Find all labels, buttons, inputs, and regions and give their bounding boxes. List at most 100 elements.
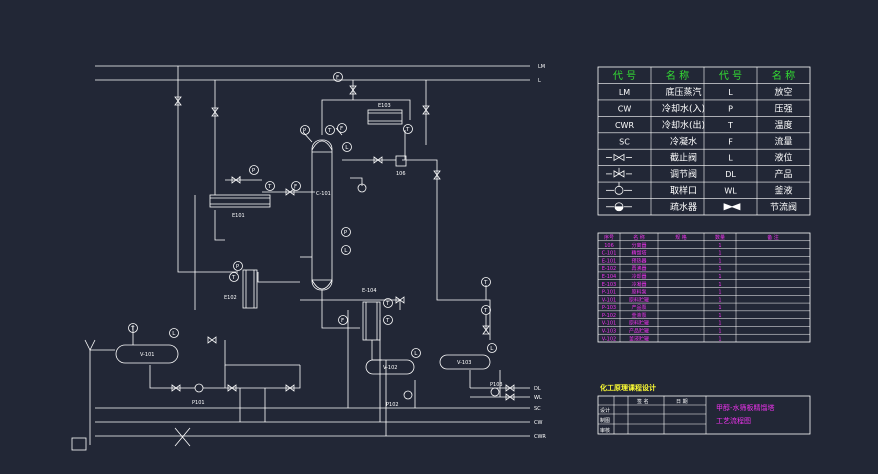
equipment-list-cell: 1: [718, 336, 721, 342]
equipment-list-cell: 原料贮罐: [629, 320, 649, 327]
legend-cell: 液位: [774, 152, 792, 164]
instrument-t: T: [483, 308, 488, 314]
line-label-cwr: CWR: [534, 434, 546, 440]
equipment-list-cell: 1: [718, 329, 721, 335]
equipment-list-cell: E-101: [602, 258, 617, 264]
equipment-list-cell: V-101: [602, 321, 616, 327]
equipment-list-cell: 原料贮罐: [629, 296, 649, 303]
legend-cell: F: [728, 137, 733, 146]
instrument-t: T: [267, 184, 272, 190]
equipment-list-header: 序号: [604, 234, 614, 241]
label-c101: C-101: [316, 191, 331, 197]
legend-cell: LM: [619, 88, 630, 97]
equipment-list-cell: V-103: [602, 329, 616, 335]
equipment-list-cell: E-103: [602, 282, 617, 288]
line-label-dl: DL: [534, 386, 541, 392]
label-p101: P101: [192, 400, 205, 406]
legend-header: 代 号: [613, 70, 636, 82]
legend-cell: 产品: [774, 168, 792, 180]
legend-cell: WL: [724, 187, 737, 196]
instruments: P T F L P L F T P T F P T F T T T T L L …: [128, 72, 497, 358]
label-e102: E102: [224, 295, 237, 301]
equipment-list-cell: 产品贮罐: [629, 328, 649, 335]
equipment-list-cell: V-101: [602, 297, 616, 303]
equipment-list-cell: 1: [718, 313, 721, 319]
legend-cell: 疏水器: [670, 201, 697, 213]
drawing-title-line-2: 工艺流程图: [716, 416, 751, 425]
legend-cell: CW: [618, 104, 632, 113]
instrument-t: T: [385, 318, 390, 324]
equipment-list-cell: P-102: [602, 313, 616, 319]
legend-cell: T: [727, 121, 733, 130]
instrument-l: L: [344, 248, 348, 254]
instrument-t: T: [130, 326, 135, 332]
tb-role-review: 审核: [600, 427, 610, 434]
equipment-list-cell: E-102: [602, 266, 617, 272]
instrument-l: L: [490, 346, 494, 352]
label-e101: E101: [232, 213, 245, 219]
legend-cell: 节流阀: [770, 201, 797, 213]
legend-cell: 流量: [774, 135, 792, 147]
instrument-l: L: [172, 331, 176, 337]
line-label-cw: CW: [534, 420, 542, 426]
equipment-list-cell: 再沸器: [631, 265, 646, 272]
label-e104: E-104: [362, 288, 377, 294]
equipment-list-cell: 1: [718, 282, 721, 288]
title-block: 化工原理课程设计 签 名 日 期 设计 制图 审核 甲醇-水筛板精馏塔: [597, 383, 811, 435]
equipment-list-cell: 釜液贮罐: [629, 335, 649, 342]
legend-cell: 温度: [774, 119, 792, 131]
legend-header: 名 称: [666, 69, 689, 82]
legend-cell: 压强: [774, 103, 792, 114]
equipment-list-cell: 预热器: [631, 257, 646, 264]
equipment-list-cell: 冷凝器: [631, 281, 646, 288]
tb-role-design: 设计: [600, 407, 610, 414]
instrument-t: T: [231, 275, 236, 281]
instrument-t: T: [327, 128, 332, 134]
tb-col-date: 日 期: [676, 399, 688, 405]
label-v103: V-103: [457, 360, 471, 366]
tb-role-draw: 制图: [600, 417, 610, 424]
instrument-l: L: [345, 145, 349, 151]
equipment-list-header: 备 注: [767, 234, 779, 241]
equipment-list-cell: 106: [604, 243, 614, 249]
line-label-sc: SC: [534, 406, 541, 412]
legend-cell: P: [728, 104, 733, 113]
instrument-f: F: [336, 75, 339, 81]
equipment-list-cell: 1: [718, 305, 721, 311]
legend-symbols: [606, 153, 741, 212]
label-e103: E103: [378, 103, 391, 109]
pump-p103: [490, 387, 500, 397]
line-label-wl: WL: [534, 395, 542, 401]
pump-p101: [194, 383, 204, 393]
legend-cell: CWR: [615, 121, 634, 130]
equipment-list-cell: 1: [718, 321, 721, 327]
equipment-list-cell: P-101: [602, 290, 616, 296]
tb-col-signature: 签 名: [637, 398, 649, 405]
label-p103: P103: [490, 382, 503, 388]
title-block-heading: 化工原理课程设计: [600, 383, 656, 392]
line-label-l: L: [538, 78, 541, 84]
equipment-list-cell: 1: [718, 266, 721, 272]
legend-cell: 底压蒸汽: [665, 86, 701, 98]
equipment-list-cell: 1: [718, 243, 721, 249]
preheater-e101: [209, 194, 271, 208]
tank-v103: [439, 354, 491, 370]
equipment-list-cell: 冷却器: [631, 273, 646, 280]
pump-reflux: [357, 183, 367, 193]
equipment-list-cell: 原料泵: [631, 289, 646, 296]
line-label-lm: LM: [538, 64, 545, 70]
drawing-title-line-1: 甲醇-水筛板精馏塔: [716, 403, 775, 412]
separator-106: [395, 155, 407, 167]
column-c101: [311, 139, 333, 291]
legend-header: 代 号: [719, 70, 742, 82]
equipment-list-cell: P-103: [602, 305, 616, 311]
instrument-t: T: [483, 280, 488, 286]
legend-cell: L: [728, 88, 733, 97]
equipment-list-cell: 1: [718, 251, 721, 257]
instrument-p: P: [236, 264, 240, 270]
instrument-p: P: [344, 230, 348, 236]
legend-cell: 冷却水(出): [662, 119, 705, 131]
legend-cell: 冷却水(入): [662, 102, 705, 114]
